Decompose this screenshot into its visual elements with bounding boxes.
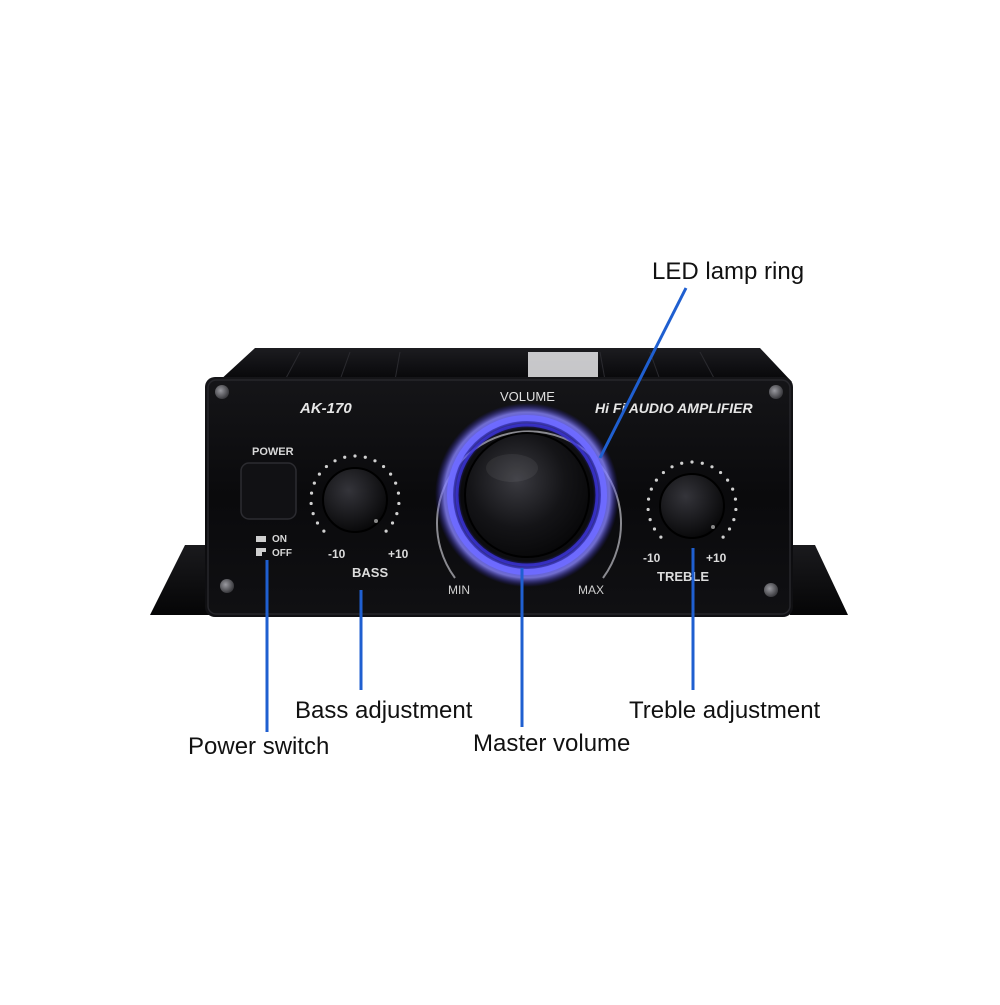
bass-scale-dot (315, 521, 320, 525)
treble-scale-dot (649, 487, 653, 491)
bass-scale-dot (353, 454, 357, 458)
bass-callout: Bass adjustment (295, 697, 473, 724)
bass-scale-dot (390, 521, 395, 525)
bass-scale-dot (324, 464, 329, 469)
bass-scale-dot (388, 472, 393, 476)
led-ring-leader (598, 287, 688, 459)
led-ring-callout: LED lamp ring (652, 258, 805, 285)
volume-knob (464, 432, 590, 558)
bass-scale-dot (395, 511, 399, 516)
bass-scale-dot (333, 459, 337, 463)
bass-max-label: +10 (388, 547, 409, 561)
bass-scale-dot (381, 464, 386, 469)
volume-callout: Master volume (473, 730, 631, 757)
volume-label: VOLUME (500, 389, 555, 404)
series-label: Hi Fi AUDIO AMPLIFIER (595, 400, 754, 416)
bass-scale-dot (373, 459, 377, 463)
power-label: POWER (252, 446, 294, 458)
bass-scale-dot (311, 511, 315, 516)
treble-scale-dot (652, 527, 657, 531)
bass-scale-dot (322, 529, 326, 533)
treble-scale-dot (718, 470, 723, 475)
treble-max-label: +10 (706, 551, 727, 565)
bass-scale-dot (384, 529, 388, 533)
power-callout: Power switch (188, 733, 330, 760)
chassis-top (218, 348, 792, 382)
bass-scale-dot (363, 455, 367, 459)
bass-knob (322, 467, 388, 533)
led-ring (447, 415, 607, 575)
screw-icons (215, 385, 783, 597)
treble-scale-dot (661, 470, 666, 475)
treble-scale-dot (721, 535, 725, 539)
treble-scale-dot (670, 465, 674, 469)
bass-scale-dot (397, 501, 401, 506)
treble-label: TREBLE (657, 569, 709, 584)
switch-on-label: ON (272, 534, 287, 545)
treble-scale-dot (732, 517, 736, 522)
bass-scale-dot (394, 481, 398, 485)
top-label-sticker (528, 352, 598, 378)
bass-scale-dot (343, 455, 347, 459)
model-label: AK-170 (299, 400, 352, 417)
right-flange (790, 545, 848, 615)
bass-scale-dot (312, 481, 316, 485)
volume-max-label: MAX (578, 583, 604, 597)
treble-scale-dot (731, 487, 735, 491)
treble-callout: Treble adjustment (629, 697, 821, 724)
switch-off-icon (256, 548, 266, 556)
treble-scale-dot (690, 460, 694, 464)
treble-scale-dot (659, 535, 663, 539)
treble-scale-dot (654, 478, 659, 482)
treble-scale-dot (646, 507, 650, 512)
left-flange (150, 545, 210, 615)
volume-min-label: MIN (448, 583, 470, 597)
treble-knob (659, 473, 725, 539)
treble-scale-dot (733, 497, 738, 501)
leader-lines (265, 287, 695, 732)
treble-min-label: -10 (643, 551, 661, 565)
power-button (240, 462, 297, 520)
bass-dot-scale (309, 454, 401, 533)
bass-min-label: -10 (328, 547, 346, 561)
treble-scale-dot (700, 461, 704, 465)
bass-scale-dot (317, 472, 322, 476)
treble-scale-dot (727, 527, 732, 531)
bass-scale-dot (396, 491, 401, 495)
treble-scale-dot (710, 465, 714, 469)
bass-scale-dot (309, 501, 313, 506)
bass-scale-dot (309, 491, 314, 495)
treble-scale-dot (725, 478, 730, 482)
treble-scale-dot (734, 507, 738, 512)
treble-scale-dot (648, 517, 652, 522)
treble-dot-scale (646, 460, 738, 539)
treble-scale-dot (646, 497, 651, 501)
bass-label: BASS (352, 565, 388, 580)
switch-off-label: OFF (272, 548, 292, 559)
switch-on-icon (256, 536, 266, 542)
treble-scale-dot (680, 461, 684, 465)
